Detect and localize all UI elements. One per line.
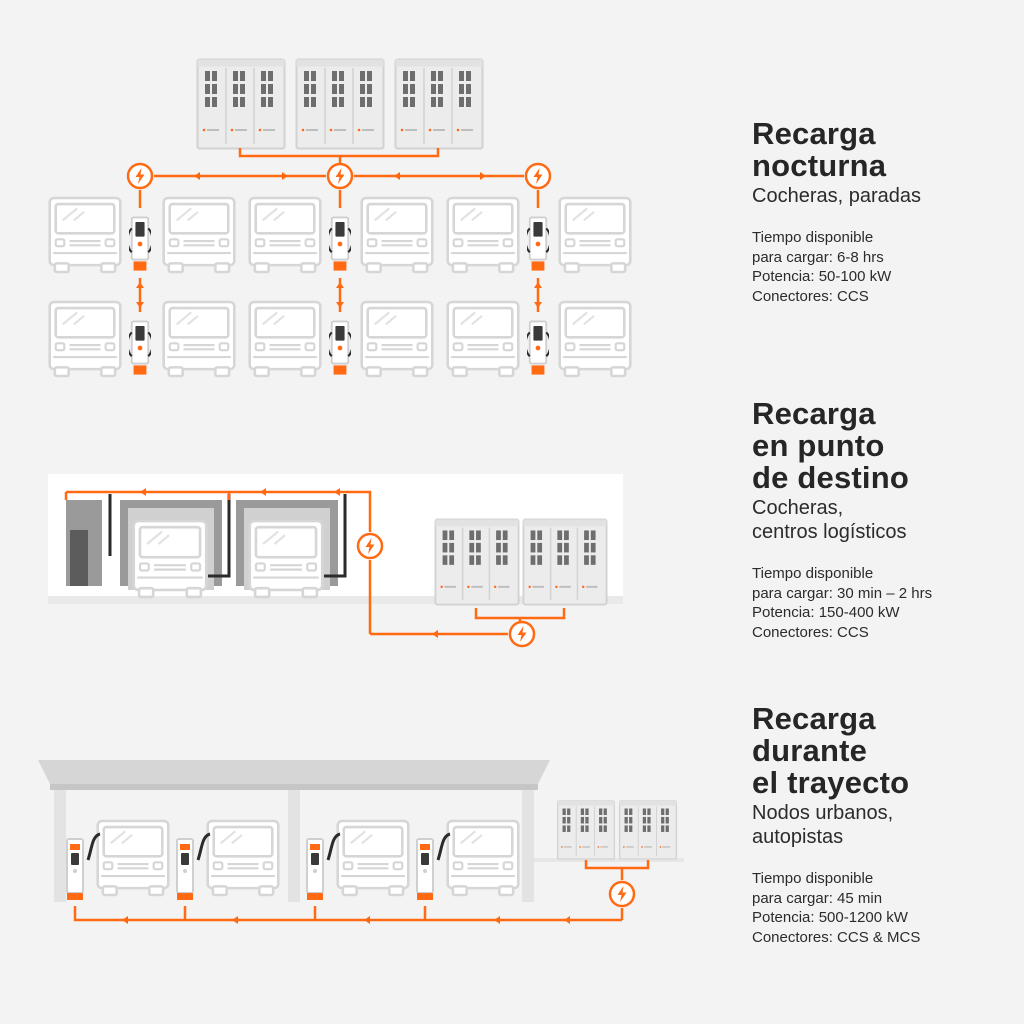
- power-cable: [138, 148, 540, 312]
- charging-canopy: [38, 760, 550, 902]
- section-title: Recarga durante el trayecto: [752, 701, 910, 800]
- destination-charging-scene: [48, 474, 623, 648]
- flow-arrow: [122, 916, 570, 924]
- section-title: Recarga en punto de destino: [752, 396, 910, 495]
- overnight-charging-scene: [48, 58, 632, 378]
- section-title: Recarga nocturna: [752, 116, 887, 183]
- section-subtitle: Cocheras, paradas: [752, 185, 921, 207]
- en-route-charging-scene: [38, 760, 684, 924]
- section-subtitle: Nodos urbanos, autopistas: [752, 802, 894, 848]
- flow-arrow: [136, 172, 542, 308]
- section-specs: Tiempo disponible para cargar: 30 min – …: [752, 565, 933, 641]
- charging-cable: [108, 494, 347, 578]
- section-subtitle: Cocheras, centros logísticos: [752, 497, 907, 543]
- power-cable: [64, 490, 566, 636]
- power-cable: [73, 860, 650, 922]
- section-specs: Tiempo disponible para cargar: 6-8 hrs P…: [752, 229, 892, 305]
- lightning-bolt-icon: [608, 880, 636, 908]
- power-cabinet-icon: [196, 58, 484, 150]
- overnight-charging-panel: Recarga nocturna Cocheras, paradas Tiemp…: [752, 118, 1012, 306]
- flow-arrow: [140, 488, 438, 638]
- power-cabinet-icon: [556, 800, 678, 860]
- section-specs: Tiempo disponible para cargar: 45 min Po…: [752, 870, 921, 946]
- en-route-charging-panel: Recarga durante el trayecto Nodos urbano…: [752, 703, 1012, 947]
- charging-cable: [86, 832, 451, 861]
- destination-charging-panel: Recarga en punto de destino Cocheras, ce…: [752, 398, 1012, 642]
